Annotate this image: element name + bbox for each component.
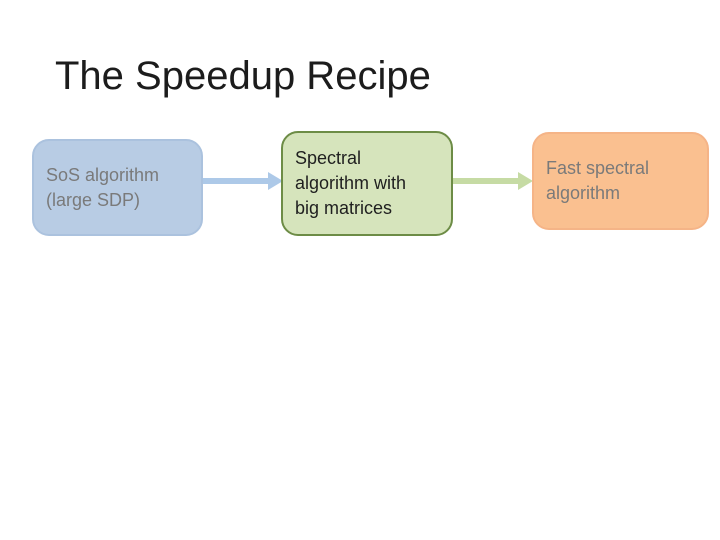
arrow-head-icon [518, 172, 533, 190]
flow-box-fast-spectral-algorithm: Fast spectral algorithm [532, 132, 709, 230]
box-text-line: algorithm with [295, 173, 407, 193]
box-text-line: SoS algorithm [46, 164, 160, 185]
arrow-shaft [453, 178, 519, 184]
slide-title: The Speedup Recipe [55, 54, 431, 98]
box-text-line: Fast spectral [546, 158, 650, 178]
flow-box-spectral-algorithm: Spectral algorithm with big matrices [281, 131, 453, 236]
box-text-line: big matrices [295, 198, 393, 218]
flow-box-sos-algorithm: SoS algorithm (large SDP) [32, 139, 203, 236]
box-text-line: algorithm [546, 183, 621, 203]
box-text-line: (large SDP) [46, 189, 141, 210]
arrow-head-icon [268, 172, 283, 190]
box-text-line: Spectral [295, 148, 362, 168]
arrow-shaft [203, 178, 269, 184]
